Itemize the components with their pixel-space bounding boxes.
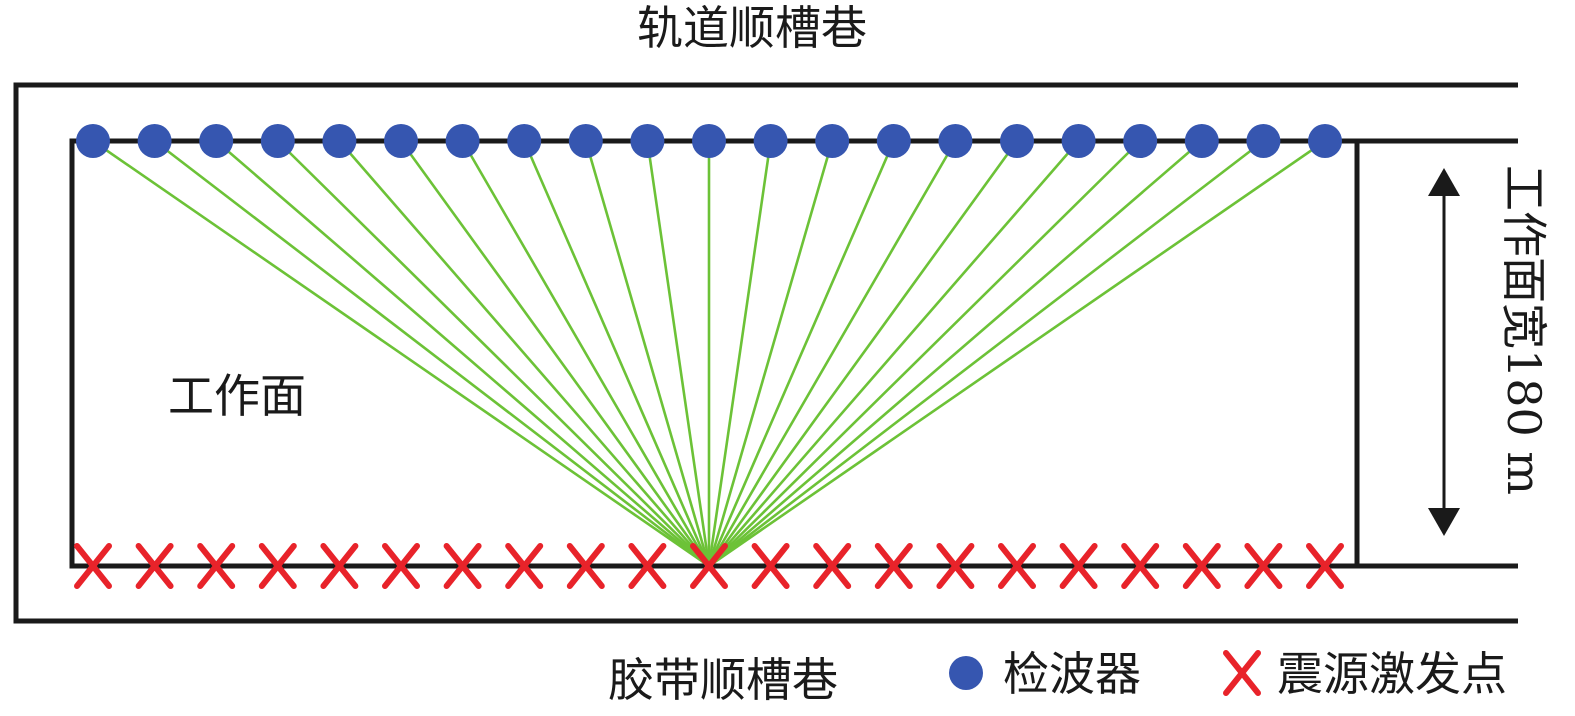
source-cross-icon [751, 543, 790, 589]
receiver-dot [260, 124, 295, 158]
receiver-dot [1246, 124, 1281, 158]
receiver-array [76, 124, 1342, 158]
ray-path [708, 139, 1265, 568]
workface-label: 工作面 [168, 369, 306, 423]
receiver-dot [1184, 124, 1219, 158]
receiver-dot [630, 124, 665, 158]
source-cross-icon [1244, 543, 1283, 589]
receiver-dot [938, 124, 973, 158]
source-cross-icon [443, 543, 482, 589]
ray-path [707, 140, 957, 567]
legend-source-icon [1223, 650, 1261, 696]
receiver-dot [76, 124, 110, 158]
source-cross-icon [813, 543, 852, 589]
legend-receiver-label: 检波器 [1003, 647, 1141, 701]
ray-path [153, 139, 710, 568]
legend-cross-mark [1223, 650, 1261, 696]
outer-roadway-boundary [13, 82, 1518, 624]
receiver-dot [1123, 124, 1158, 158]
receiver-dot [384, 124, 418, 158]
source-array [74, 543, 1344, 589]
source-cross-icon [874, 543, 913, 589]
source-cross-icon [936, 543, 975, 589]
ray-paths [92, 139, 1326, 568]
bottom-roadway-label: 胶带顺槽巷 [608, 653, 838, 707]
workface-boundary [69, 138, 1518, 569]
ray-path [276, 140, 710, 567]
legend-receiver-icon [949, 656, 983, 690]
ray-path [584, 140, 711, 567]
receiver-dot [1061, 124, 1096, 158]
source-cross-icon [690, 543, 728, 589]
source-cross-icon [382, 543, 420, 589]
source-cross-icon [1059, 543, 1098, 589]
source-cross-icon [1182, 543, 1221, 589]
source-cross-icon [628, 543, 667, 589]
ray-path [523, 140, 711, 567]
receiver-dot [692, 124, 726, 158]
receiver-dot [815, 124, 850, 158]
ray-path [215, 140, 710, 567]
top-roadway-label: 轨道顺槽巷 [637, 1, 867, 55]
source-cross-icon [998, 543, 1036, 589]
ray-path [707, 140, 895, 567]
workface-width-label: 工作面宽180 m [1497, 165, 1551, 495]
width-double-arrow [1428, 168, 1460, 536]
receiver-dot [876, 124, 911, 158]
source-cross-icon [74, 543, 112, 589]
ray-path [708, 139, 1326, 568]
receiver-dot [445, 124, 480, 158]
receiver-dot [137, 124, 172, 158]
ray-path [707, 140, 834, 567]
source-cross-icon [320, 543, 359, 589]
ray-path [708, 140, 1142, 567]
source-cross-icon [197, 543, 236, 589]
legend-source-label: 震源激发点 [1277, 647, 1507, 701]
receiver-dot [1000, 124, 1034, 158]
receiver-dot [568, 124, 603, 158]
source-cross-icon [566, 543, 605, 589]
ray-path [707, 140, 772, 567]
receiver-dot [322, 124, 357, 158]
ray-path [338, 140, 710, 567]
ray-path [708, 140, 1203, 567]
source-cross-icon [135, 543, 174, 589]
source-cross-icon [258, 543, 297, 589]
ray-path [707, 140, 1019, 567]
receiver-dot [753, 124, 788, 158]
ray-path [399, 140, 711, 567]
receiver-dot [507, 124, 542, 158]
ray-path [646, 140, 711, 567]
source-cross-icon [1121, 543, 1160, 589]
ray-path [708, 140, 1080, 567]
source-cross-icon [505, 543, 544, 589]
source-cross-icon [1306, 543, 1344, 589]
legend: 检波器 震源激发点 [949, 647, 1507, 701]
receiver-dot [1308, 124, 1342, 158]
receiver-dot [199, 124, 234, 158]
ray-path [461, 140, 711, 567]
ray-path [92, 139, 710, 568]
